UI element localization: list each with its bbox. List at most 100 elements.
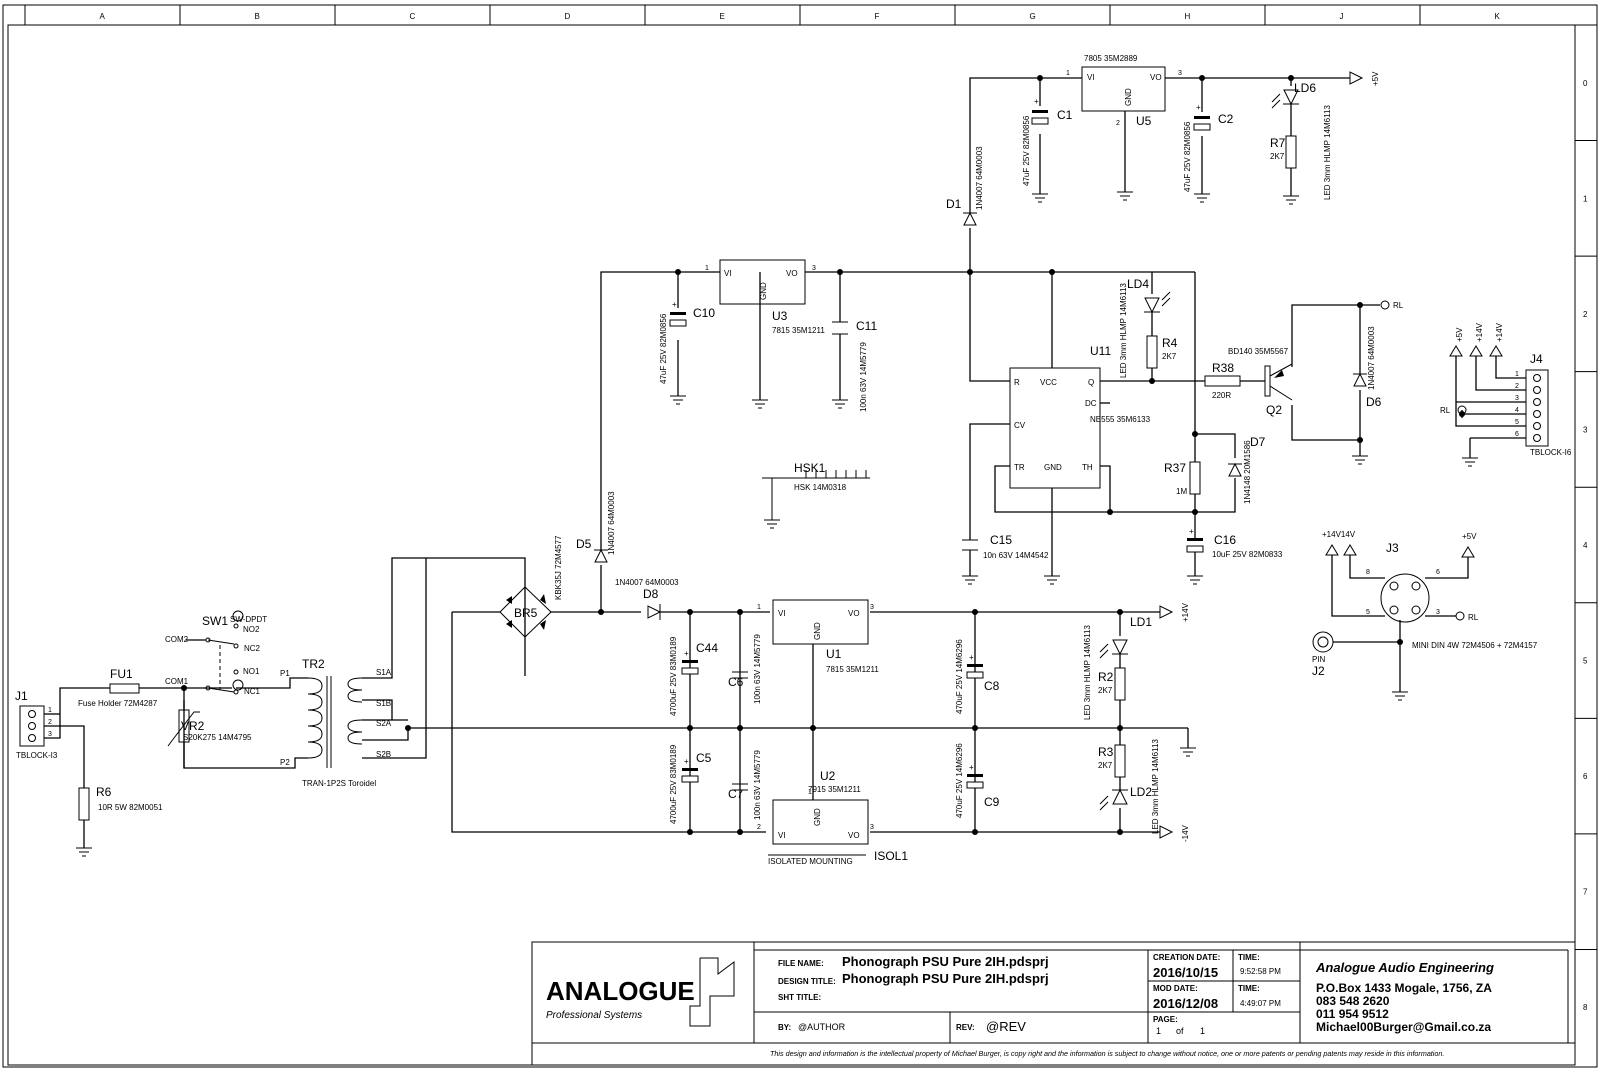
resistor-r37[interactable]: R37 1M [1164, 461, 1201, 496]
u11-pin-gnd: GND [1044, 463, 1062, 472]
capacitor-c2[interactable]: + C2 47uF 25V 82M0856 [1183, 103, 1234, 192]
transistor-q2[interactable]: Q2 BD140 35M5567 [1228, 347, 1293, 417]
capacitor-c8[interactable]: + C8 470uF 25V 14M6296 [955, 639, 1000, 714]
ld1-value: LED 3mm HLMP 14M6113 [1083, 625, 1092, 720]
company-address: P.O.Box 1433 Mogale, 1756, ZA [1316, 981, 1492, 995]
tr2-pin-s1a: S1A [376, 668, 392, 677]
page-number: 1 [1156, 1026, 1161, 1036]
diode-d6[interactable]: D6 1N4007 64M0003 [1353, 326, 1382, 409]
u5-pin-vo: VO [1150, 73, 1162, 82]
regulator-u5[interactable]: VI VO GND 1 3 2 U5 7805 35M2889 [1066, 54, 1182, 128]
tr2-pin-s2b: S2B [376, 750, 391, 759]
net-label-rl-q2: RL [1380, 300, 1404, 310]
capacitor-c9[interactable]: + C9 470uF 25V 14M6296 [955, 743, 1000, 818]
capacitor-c1[interactable]: + C1 47uF 25V 82M0856 [1022, 97, 1073, 186]
capacitor-c10[interactable]: + C10 47uF 25V 82M0856 [659, 300, 715, 384]
capacitor-c44[interactable]: + C44 4700uF 25V 83M0189 [669, 636, 718, 716]
tr2-pin-p2: P2 [280, 758, 290, 767]
capacitor-c11[interactable]: C11 100n 63V 14M5779 [832, 319, 877, 412]
u11-ref: U11 [1090, 344, 1111, 358]
resistor-r4[interactable]: R4 2K7 [1146, 335, 1178, 369]
diode-d1[interactable]: D1 1N4007 64M0003 [946, 146, 984, 226]
c44-ref: C44 [696, 641, 718, 655]
u11-value: NE555 35M6133 [1090, 415, 1151, 424]
switch-sw1[interactable]: SW1 SW-DPDT COM2 NO2 NC2 COM1 NO1 NC1 [165, 610, 267, 696]
row-label: 0 [1583, 79, 1588, 88]
svg-text:+14V14V: +14V14V [1322, 530, 1356, 539]
capacitor-c6[interactable]: C6 100n 63V 14M5779 [728, 634, 762, 704]
regulator-u3[interactable]: VI VO GND 1 3 U3 7815 35M1211 [705, 259, 825, 335]
j3-ref: J3 [1386, 541, 1399, 555]
tr2-pin-s1b: S1B [376, 699, 391, 708]
u5-pin-gnd: GND [1124, 88, 1133, 106]
connector-j3[interactable]: J3 MINI DIN 4W 72M4506 + 72M4157 8 6 5 3 [1366, 541, 1538, 650]
diode-d5[interactable]: D5 1N4007 64M0003 [576, 491, 616, 563]
u5-pin-1: 1 [1066, 70, 1070, 77]
led-ld1[interactable]: LD1 LED 3mm HLMP 14M6113 [1083, 615, 1152, 720]
regulator-u1[interactable]: VI VO GND 1 3 U1 7815 35M1211 [757, 599, 879, 674]
mod-date-label: MOD DATE: [1153, 984, 1198, 993]
led-ld2[interactable]: LD2 LED 3mm HLMP 14M6113 [1099, 739, 1160, 834]
led-ld4[interactable]: LD4 LED 3mm HLMP 14M6113 [1119, 277, 1171, 378]
pin-j2[interactable]: PIN J2 [1312, 631, 1334, 678]
fuse-fu1[interactable]: FU1 Fuse Holder 72M4287 [78, 667, 158, 708]
mod-time-label: TIME: [1238, 984, 1260, 993]
j1-pin-3: 3 [48, 731, 52, 738]
tr2-pin-s2a: S2A [376, 719, 392, 728]
capacitor-c15[interactable]: C15 10n 63V 14M4542 [962, 533, 1049, 560]
net-label-p5v-j3: +5V [1461, 532, 1477, 558]
r7-value: 2K7 [1270, 152, 1285, 161]
column-label: H [1185, 12, 1191, 21]
sw1-pin-no1: NO1 [243, 667, 260, 676]
mod-time: 4:49:07 PM [1240, 999, 1281, 1008]
capacitor-c5[interactable]: + C5 4700uF 25V 83M0189 [669, 744, 712, 824]
column-label: K [1495, 12, 1501, 21]
bridge-br5[interactable]: BR5 KBK35J 72M4577 [499, 535, 563, 676]
varistor-vr2[interactable]: VR2 S20K275 14M4795 [167, 709, 252, 747]
connector-j1[interactable]: J1 TBLOCK-I3 1 2 3 [15, 689, 58, 760]
u2-ref: U2 [820, 769, 836, 783]
capacitor-c7[interactable]: C7 100n 63V 14M5779 [728, 750, 762, 820]
diode-d8[interactable]: D8 1N4007 64M0003 [615, 578, 679, 620]
c5-ref: C5 [696, 751, 712, 765]
u3-pin-vi: VI [724, 269, 732, 278]
j1-ref: J1 [15, 689, 28, 703]
title-fields: FILE NAME: Phonograph PSU Pure 2IH.pdspr… [770, 953, 1494, 1058]
transformer-tr2[interactable]: TR2 TRAN-1P2S Toroidel P1 P2 S1A S1B S2A… [280, 657, 392, 788]
resistor-r3[interactable]: R3 2K7 [1098, 744, 1126, 778]
u2-pin-2: 2 [757, 824, 761, 831]
isol1-value: ISOLATED MOUNTING [768, 857, 853, 866]
svg-text:+14V: +14V [1181, 602, 1190, 622]
heatsink-hsk1[interactable]: HSK1 HSK 14M0318 [762, 461, 870, 529]
regulator-u2[interactable]: VI VO GND 2 3 1 U2 7915 35M1211 ISOL1 IS… [757, 769, 908, 866]
j1-pin-2: 2 [48, 719, 52, 726]
diode-d7[interactable]: D7 1N4148 20M1586 [1228, 435, 1266, 504]
connector-j4[interactable]: J4 TBLOCK-I6 1 2 3 4 5 6 [1515, 352, 1572, 457]
c5-value: 4700uF 25V 83M0189 [669, 744, 678, 824]
logo-subtitle: Professional Systems [546, 1010, 642, 1021]
resistor-r7[interactable]: R7 2K7 [1270, 135, 1297, 169]
resistor-r6[interactable]: R6 10R 5W 82M0051 [75, 785, 163, 857]
rev-label: REV: [956, 1023, 975, 1032]
timer-u11[interactable]: R VCC Q DC CV TR GND TH U11 NE555 35M613… [1009, 344, 1151, 489]
vr2-ref: VR2 [181, 719, 205, 733]
capacitor-c16[interactable]: + C16 10uF 25V 82M0833 [1186, 527, 1283, 559]
row-label: 3 [1583, 425, 1588, 434]
led-ld6[interactable]: LD6 LED 3mm HLMP 14M6113 [1271, 81, 1332, 200]
j2-ref: J2 [1312, 664, 1325, 678]
u5-pin-2: 2 [1116, 120, 1120, 127]
r38-ref: R38 [1212, 361, 1234, 375]
column-label: C [410, 12, 416, 21]
u11-pin-q: Q [1088, 378, 1094, 387]
sw1-ref: SW1 [202, 614, 228, 628]
u11-pin-cv: CV [1014, 421, 1026, 430]
column-label: F [875, 12, 880, 21]
rev-value: @REV [986, 1019, 1026, 1034]
u3-pin-vo: VO [786, 269, 798, 278]
tr2-pin-p1: P1 [280, 669, 290, 678]
resistor-r2[interactable]: R2 2K7 [1098, 667, 1126, 701]
u3-pin-gnd: GND [759, 282, 768, 300]
resistor-r38[interactable]: R38 220R [1204, 361, 1241, 400]
